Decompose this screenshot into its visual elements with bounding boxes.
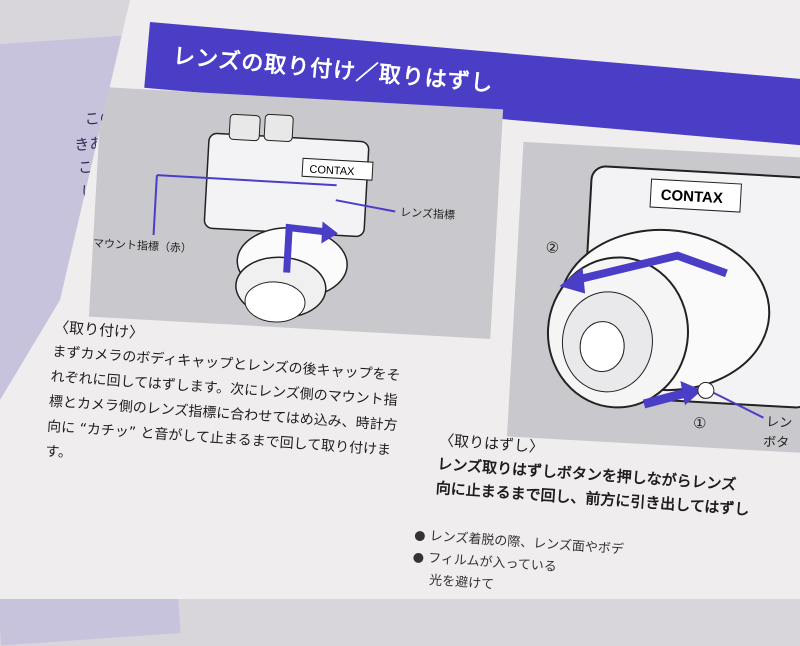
notes-list: ● レンズ着脱の際、レンズ面やボデ ● フィルムが入っている 光を避けて bbox=[410, 525, 800, 599]
attach-instructions: 〈取り付け〉 まずカメラのボディキャップとレンズの後キャップをそ れぞれに回して… bbox=[45, 315, 435, 491]
release-button-label: ボタ bbox=[762, 434, 790, 452]
manual-page: レンズの取り付け／取りはずし CONTAX レンズ指標 マウント指標（赤） CO… bbox=[0, 0, 800, 599]
camera-attach-illustration: CONTAX bbox=[152, 113, 396, 323]
figure-attach-panel: CONTAX レンズ指標 マウント指標（赤） bbox=[88, 86, 504, 340]
camera-remove-illustration: CONTAX bbox=[546, 165, 800, 419]
step-2-marker: ② bbox=[545, 238, 560, 257]
brand-label: CONTAX bbox=[660, 187, 723, 207]
brand-label: CONTAX bbox=[309, 164, 355, 179]
release-button-label: レン bbox=[765, 414, 793, 432]
step-1-marker: ① bbox=[692, 413, 707, 433]
figure-remove-panel: CONTAX ② ① レン ボタ bbox=[507, 141, 800, 454]
lens-index-label: レンズ指標 bbox=[399, 205, 456, 222]
section-title: レンズの取り付け／取りはずし bbox=[171, 44, 495, 98]
